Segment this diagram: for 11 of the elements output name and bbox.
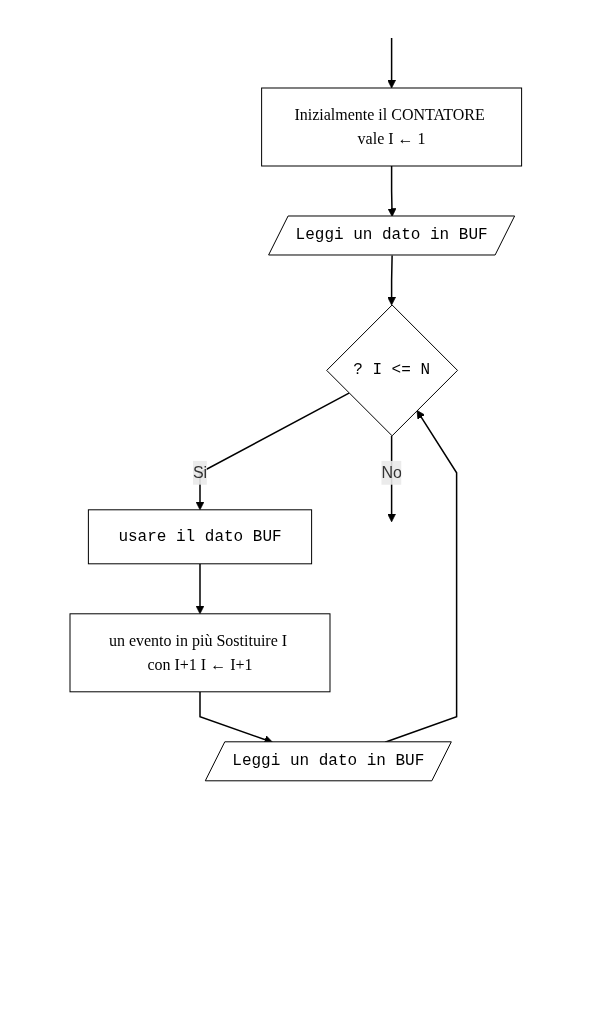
edge-label: Si bbox=[193, 463, 208, 481]
node-box: usare il dato BUF bbox=[88, 509, 313, 565]
arrow bbox=[195, 563, 205, 615]
arrow bbox=[387, 254, 397, 306]
arrow bbox=[387, 165, 397, 217]
node-box: un evento in più Sostituire I con I+1 I ← I+1 bbox=[69, 613, 331, 693]
node-diamond: ? I <= N bbox=[326, 304, 459, 437]
edge-label: No bbox=[381, 463, 403, 481]
arrow bbox=[387, 37, 397, 89]
node-box: Inizialmente il CONTATORE vale I ← 1 bbox=[261, 87, 523, 167]
arrow bbox=[195, 392, 350, 511]
